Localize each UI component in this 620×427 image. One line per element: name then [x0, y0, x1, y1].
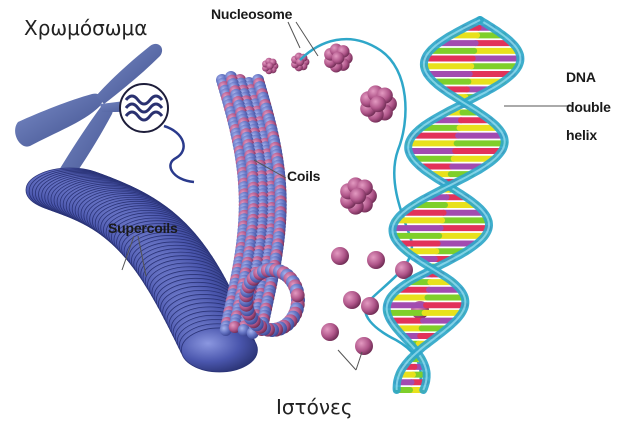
dna-double-helix — [387, 20, 521, 390]
label-coils: Coils — [287, 168, 320, 184]
label-chromosome: Χρωμόσωμα — [24, 16, 147, 40]
supercoil-tube — [26, 168, 257, 372]
label-supercoils: Supercoils — [108, 220, 178, 236]
label-nucleosome: Nucleosome — [211, 6, 292, 22]
label-dna-line3: helix — [566, 127, 597, 143]
coil-fiber — [216, 71, 305, 339]
label-dna-line1: DNA — [566, 69, 596, 85]
label-histones: Ιστόνες — [276, 395, 353, 419]
magnifier-circle — [120, 84, 168, 132]
label-dna-line2: double — [566, 99, 611, 115]
fiber-link — [164, 126, 194, 182]
